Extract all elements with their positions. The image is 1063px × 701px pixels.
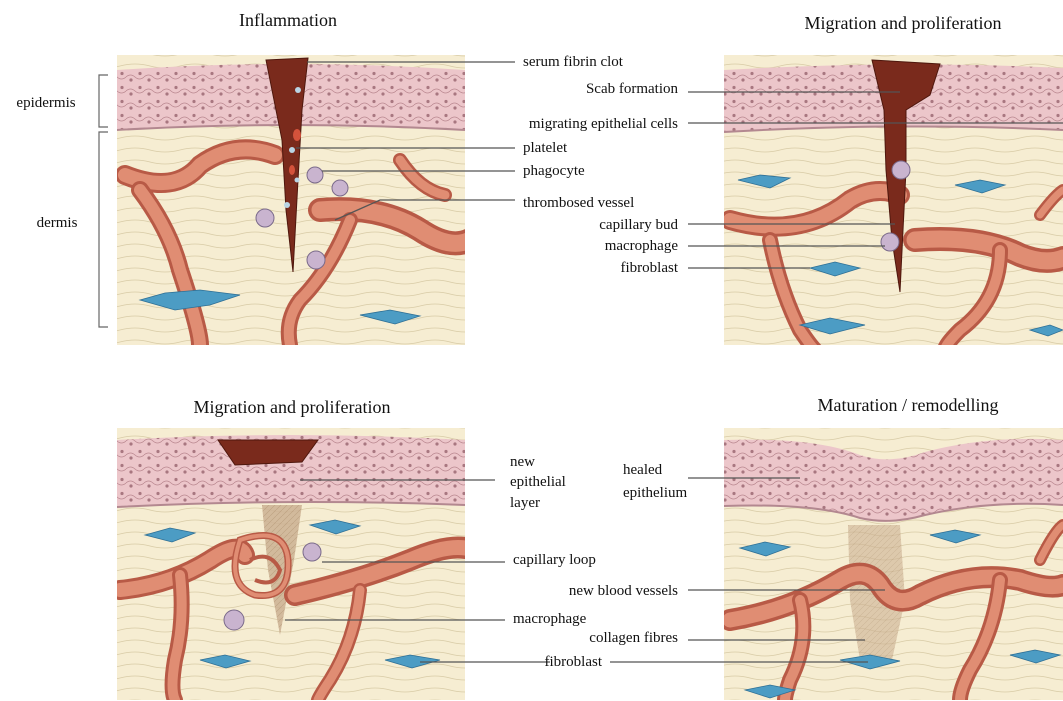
panel-migration-proliferation-2: Migration and proliferation: [117, 397, 603, 700]
label-healed-epithelium-line-2: epithelium: [623, 485, 687, 501]
skin-section-illustration: [724, 55, 1063, 350]
label-fibroblast: fibroblast: [545, 654, 603, 670]
panel-title: Migration and proliferation: [194, 397, 391, 417]
label-macrophage: macrophage: [605, 238, 679, 254]
panel-maturation-remodelling: Maturation / remodelling: [569, 395, 1063, 700]
panel-title: Migration and proliferation: [805, 13, 1002, 33]
side-label-dermis: dermis: [37, 215, 78, 231]
label-capillary-bud: capillary bud: [599, 217, 678, 233]
label-scab-formation: Scab formation: [586, 81, 679, 97]
panel-title: Inflammation: [239, 10, 337, 30]
clot-shape: [218, 440, 318, 465]
label-new-blood-vessels: new blood vessels: [569, 583, 678, 599]
label-macrophage: macrophage: [513, 611, 587, 627]
label-capillary-loop: capillary loop: [513, 552, 596, 568]
label-fibroblast: fibroblast: [621, 260, 679, 276]
layer-brackets: [99, 75, 108, 327]
label-healed-epithelium-line-1: healed: [623, 462, 663, 478]
label-serum-fibrin-clot: serum fibrin clot: [523, 54, 624, 70]
label-new-epithelial-layer-line-1: new: [510, 454, 535, 470]
label-platelet: platelet: [523, 140, 568, 156]
label-migrating-epithelial-cells: migrating epithelial cells: [529, 116, 678, 132]
skin-section-illustration: [724, 428, 1063, 700]
label-thrombosed-vessel: thrombosed vessel: [523, 195, 634, 211]
skin-section-illustration: [117, 428, 465, 700]
label-collagen-fibres: collagen fibres: [589, 630, 678, 646]
panel-title: Maturation / remodelling: [818, 395, 999, 415]
side-label-epidermis: epidermis: [16, 95, 75, 111]
label-phagocyte: phagocyte: [523, 163, 585, 179]
label-new-epithelial-layer-line-3: layer: [510, 495, 540, 511]
label-new-epithelial-layer-line-2: epithelial: [510, 474, 566, 490]
panel-inflammation: Inflammation: [16, 10, 634, 345]
